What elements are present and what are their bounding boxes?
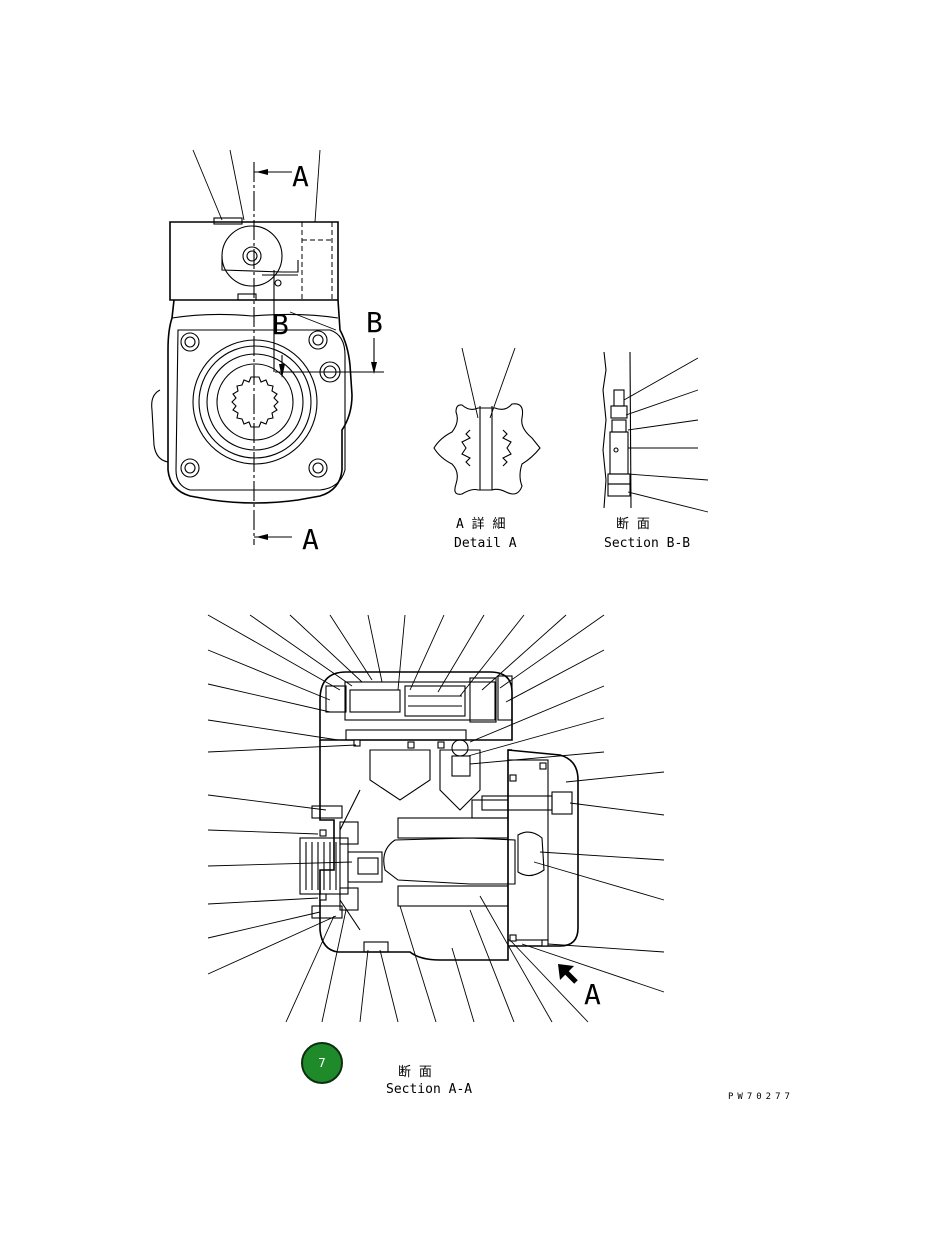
section-b-label-left: B [272, 308, 289, 341]
drawing-code: PW70277 [728, 1092, 794, 1102]
section-b-label-right: B [366, 306, 383, 339]
top-view [151, 149, 384, 545]
detail-a-title-jp: A 詳 細 [456, 516, 505, 532]
section-bb-title: Section B-B [604, 536, 690, 551]
section-aa-title-jp: 断 面 [398, 1065, 432, 1080]
page-number-badge[interactable]: 7 [301, 1042, 343, 1084]
detail-a-drawing [433, 347, 541, 495]
section-a-label-bottom: A [302, 523, 319, 556]
section-aa-title: Section A-A [386, 1082, 472, 1097]
view-arrow-label: A [584, 978, 601, 1011]
view-arrow-icon [558, 964, 578, 984]
section-aa-drawing [207, 614, 665, 1023]
detail-a-title: Detail A [454, 536, 517, 551]
section-bb-drawing [602, 351, 709, 513]
section-bb-title-jp: 断 面 [616, 517, 650, 532]
section-a-label-top: A [292, 160, 309, 193]
